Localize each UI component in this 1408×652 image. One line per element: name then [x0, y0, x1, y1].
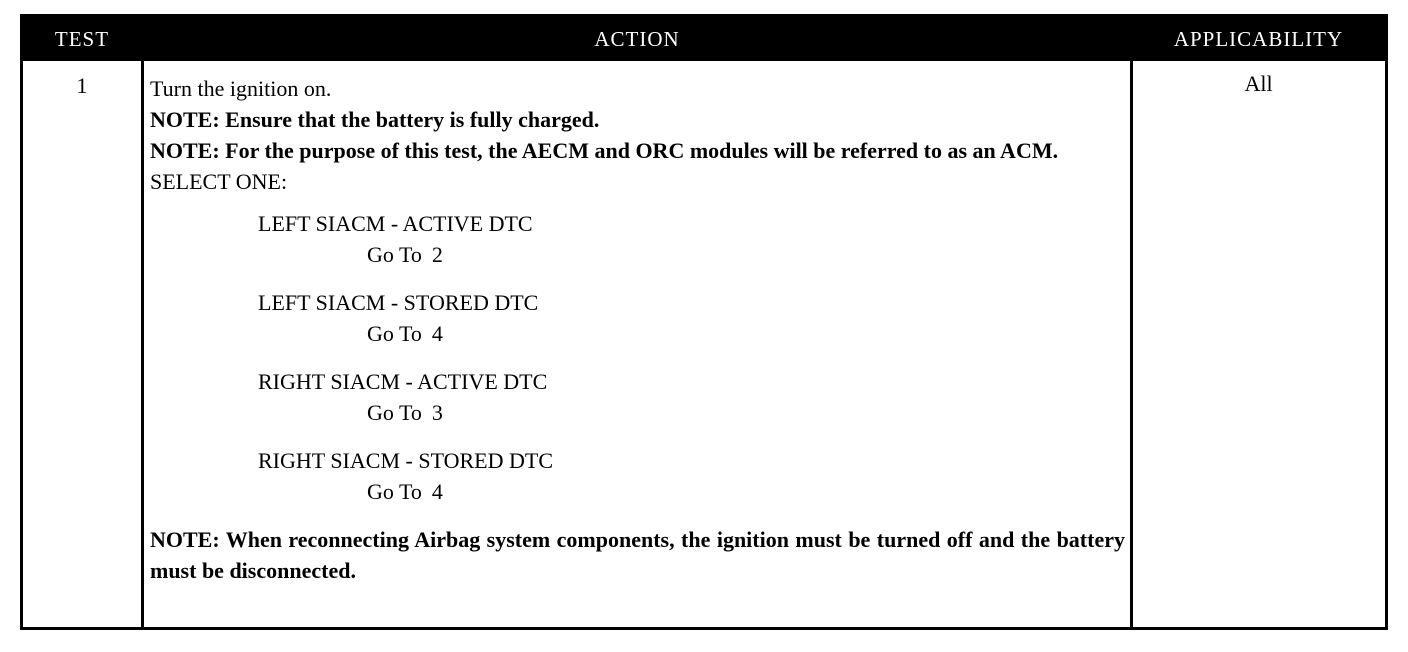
goto-text: Go To [367, 242, 422, 267]
note-reconnecting-airbag: NOTE: When reconnecting Airbag system co… [150, 527, 1125, 583]
goto-step-number: 3 [431, 400, 443, 425]
header-applicability: APPLICABILITY [1173, 27, 1344, 51]
instruction-line: Turn the ignition on. [150, 76, 332, 101]
goto-step-number: 4 [431, 321, 443, 346]
select-one-label: SELECT ONE: [150, 169, 288, 194]
note-module-naming: NOTE: For the purpose of this test, the … [150, 138, 1059, 163]
column-divider [1130, 61, 1133, 627]
header-test: TEST [54, 27, 110, 51]
goto-text: Go To [367, 400, 422, 425]
header-action: ACTION [594, 27, 680, 51]
goto-text: Go To [367, 321, 422, 346]
column-divider [141, 61, 144, 627]
option-item: RIGHT SIACM - ACTIVE DTC Go To 3 [150, 366, 1125, 428]
goto-step-number: 4 [431, 479, 443, 504]
test-number: 1 [76, 73, 88, 98]
option-label: RIGHT SIACM - STORED DTC [258, 448, 553, 473]
option-goto: Go To 2 [150, 239, 1125, 270]
action-cell: Turn the ignition on. NOTE: Ensure that … [150, 73, 1125, 586]
option-item: LEFT SIACM - STORED DTC Go To 4 [150, 287, 1125, 349]
option-list: LEFT SIACM - ACTIVE DTC Go To 2 LEFT SIAC… [150, 208, 1125, 507]
option-goto: Go To 4 [150, 476, 1125, 507]
diagnostic-table: TEST ACTION APPLICABILITY 1 Turn the ign… [20, 14, 1388, 630]
option-label: RIGHT SIACM - ACTIVE DTC [258, 369, 548, 394]
option-item: RIGHT SIACM - STORED DTC Go To 4 [150, 445, 1125, 507]
note-battery: NOTE: Ensure that the battery is fully c… [150, 107, 600, 132]
applicability-value: All [1244, 71, 1273, 96]
option-label: LEFT SIACM - STORED DTC [258, 290, 539, 315]
goto-text: Go To [367, 479, 422, 504]
table-header-row: TEST ACTION APPLICABILITY [23, 17, 1385, 61]
option-item: LEFT SIACM - ACTIVE DTC Go To 2 [150, 208, 1125, 270]
goto-step-number: 2 [431, 242, 443, 267]
option-goto: Go To 3 [150, 397, 1125, 428]
option-label: LEFT SIACM - ACTIVE DTC [258, 211, 533, 236]
option-goto: Go To 4 [150, 318, 1125, 349]
